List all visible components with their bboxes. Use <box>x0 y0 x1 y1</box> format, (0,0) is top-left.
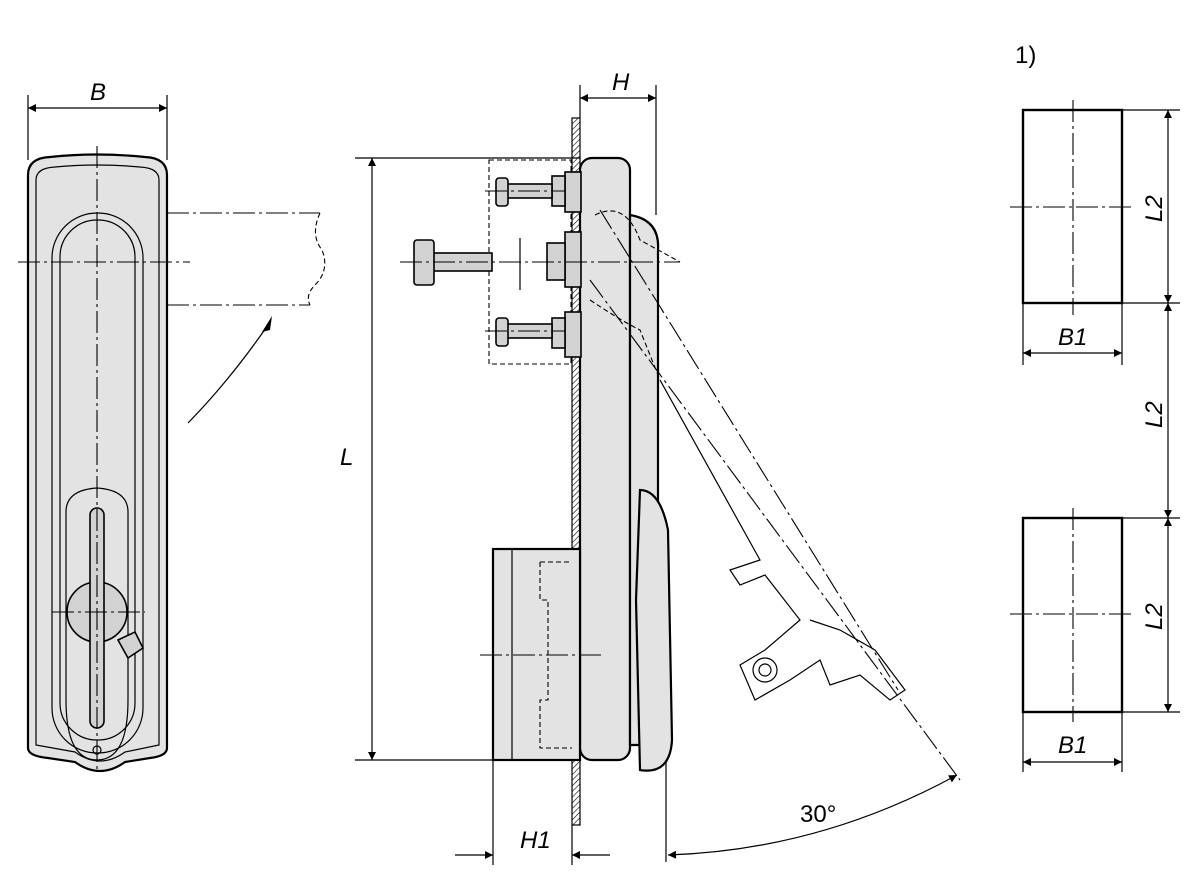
side-view: H L H1 30° <box>340 69 961 865</box>
cutout-view: 1) L2 L2 L2 B1 B1 <box>1010 42 1180 772</box>
dimension-label-b: B <box>90 79 106 106</box>
dimension-label-h: H <box>612 69 630 96</box>
angle-label: 30° <box>800 801 836 828</box>
front-view: B <box>18 79 326 773</box>
dimension-label-l2-top: L2 <box>1141 195 1168 222</box>
dimension-label-h1: H1 <box>520 827 551 854</box>
dimension-label-b1-top: B1 <box>1058 324 1087 351</box>
dimension-label-l2-middle: L2 <box>1141 401 1168 428</box>
dimension-label-l2-bottom: L2 <box>1141 603 1168 630</box>
dimension-label-b1-bottom: B1 <box>1058 732 1087 759</box>
dimension-label-l: L <box>340 444 353 471</box>
footnote-label: 1) <box>1015 42 1036 69</box>
